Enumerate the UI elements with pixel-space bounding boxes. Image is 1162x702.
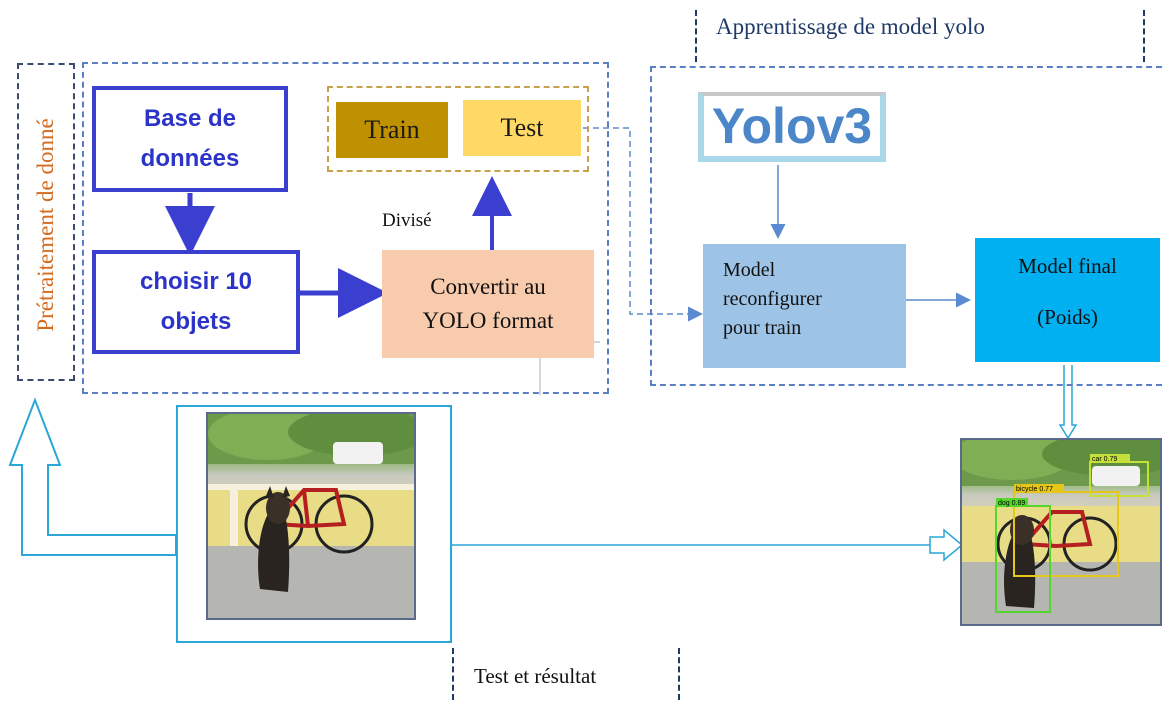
pretraitement-label: Prétraitement de donné — [33, 118, 58, 332]
split-group — [327, 86, 589, 172]
convertir-label: Convertir au YOLO format — [422, 274, 554, 333]
result-photo-scene: car 0.79 bicycle 0.77 dog 0.89 — [962, 440, 1160, 624]
base-donnees-label: Base de données — [140, 105, 240, 172]
test-resultat-frame — [452, 648, 680, 700]
model-final-sub: (Poids) — [1037, 305, 1098, 329]
base-donnees-box: Base de données — [92, 86, 288, 192]
bicycle-detection-label: bicycle 0.77 — [1016, 486, 1053, 493]
divise-label: Divisé — [382, 210, 432, 231]
model-reconfigurer-box: Model reconfigurer pour train — [703, 244, 906, 368]
bicycle-detection-box — [1013, 491, 1119, 577]
model-final-title: Model final — [1018, 254, 1117, 278]
training-group — [650, 66, 1162, 386]
hollow-arrowhead-result — [929, 528, 964, 562]
car-detection-label: car 0.79 — [1092, 456, 1117, 463]
input-photo — [206, 412, 416, 620]
test-resultat-label: Test et résultat — [474, 664, 597, 688]
model-reconfigurer-label: Model reconfigurer pour train — [723, 259, 822, 339]
hollow-arrow-up — [8, 397, 177, 556]
arrow-test-to-model — [583, 127, 703, 322]
model-final-box: Model final (Poids) — [975, 238, 1160, 362]
test-box: Test — [463, 100, 581, 156]
input-photo-scene — [208, 414, 414, 618]
convertir-box: Convertir au YOLO format — [382, 250, 594, 358]
pretraitement-label-frame — [17, 63, 75, 381]
apprentissage-label-frame — [695, 10, 1145, 62]
yolov3-logo: Yolov3 — [711, 98, 873, 154]
dog-detection-label: dog 0.89 — [998, 500, 1025, 507]
preprocessing-group — [82, 62, 609, 394]
input-image-frame — [176, 405, 452, 643]
train-box: Train — [336, 102, 448, 158]
yolov3-logo-frame — [698, 92, 886, 162]
apprentissage-label: Apprentissage de model yolo — [716, 14, 985, 39]
result-photo: car 0.79 bicycle 0.77 dog 0.89 — [960, 438, 1162, 626]
test-label: Test — [500, 113, 544, 142]
train-label: Train — [364, 115, 420, 144]
choisir-objets-box: choisir 10 objets — [92, 250, 300, 354]
choisir-objets-label: choisir 10 objets — [139, 268, 253, 335]
